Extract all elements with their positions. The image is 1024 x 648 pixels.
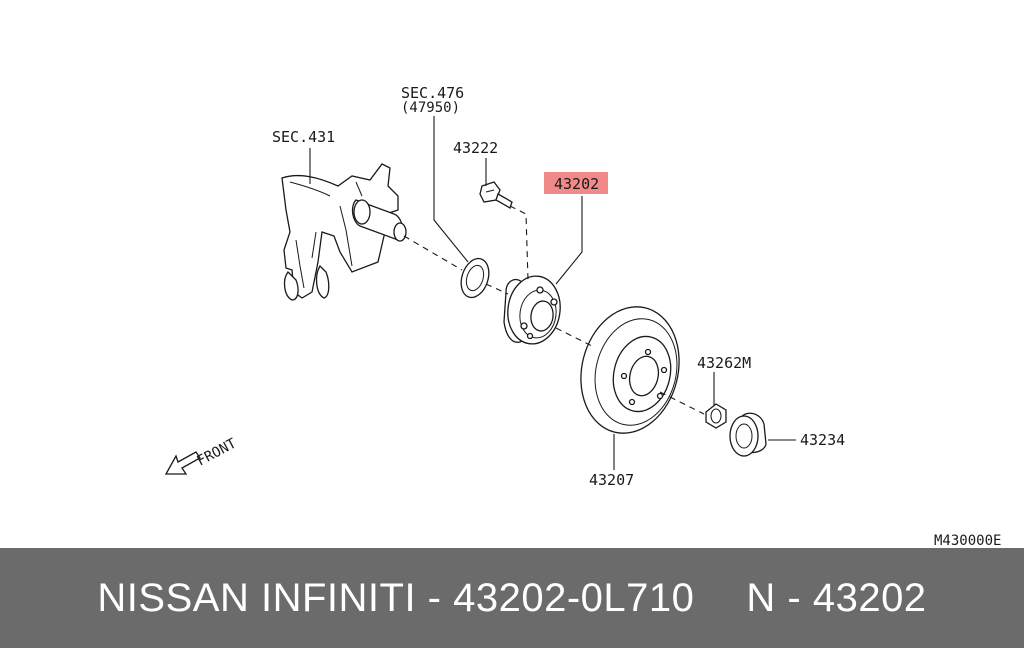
knuckle-assembly [281,163,407,301]
leader-sec476 [433,116,469,263]
seal-ring [460,257,490,299]
highlight-43202 [544,172,608,194]
front-arrow [164,451,201,475]
hub-bolt [479,181,513,209]
label-43222: 43222 [453,139,498,157]
wheel-hub-assembly [503,275,561,345]
label-43202: 43202 [554,175,599,193]
leader-43202 [555,196,583,285]
label-43234: 43234 [800,431,845,449]
label-sec431: SEC.431 [272,128,335,146]
label-front: FRONT [194,435,239,469]
hub-nut [705,403,727,429]
footer-short-number: N - 43202 [746,575,927,620]
diagram-code: M430000E [934,533,1001,548]
footer-part-number: NISSAN INFINITI - 43202-0L710 [97,575,695,620]
assembly-axis [403,235,463,271]
parts-diagram: SEC.476 (47950) SEC.431 43222 43202 4326… [164,84,1001,548]
brake-rotor [580,306,680,434]
label-43262m: 43262M [697,354,751,372]
label-43207: 43207 [589,471,634,489]
label-sec476: SEC.476 [401,84,464,102]
label-sec476-sub: (47950) [401,100,460,116]
footer-banner: NISSAN INFINITI - 43202-0L710 N - 43202 [0,548,1024,648]
hub-cap [729,412,767,457]
